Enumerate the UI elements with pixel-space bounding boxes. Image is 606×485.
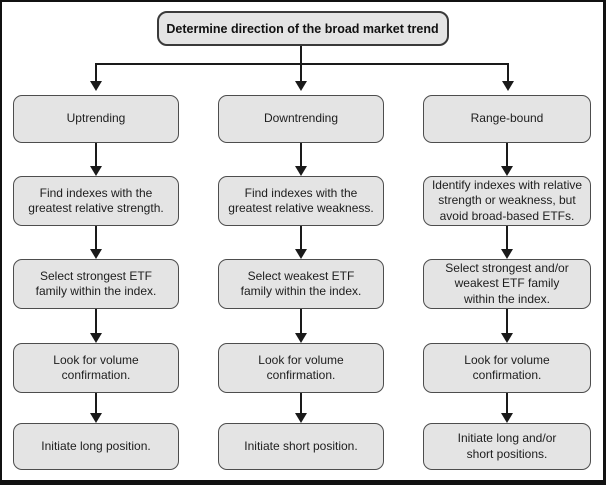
connector-drop-middle <box>300 65 302 81</box>
column-range-bound: Range-bound Identify indexes with relati… <box>423 95 591 470</box>
flow-box-volume-confirmation: Look for volume confirmation. <box>13 343 179 393</box>
arrow-head-right-icon <box>502 81 514 91</box>
flow-box-find-strength: Find indexes with the greatest relative … <box>13 176 179 226</box>
arrow-down-icon <box>500 143 514 176</box>
column-downtrending: Downtrending Find indexes with the great… <box>218 95 384 470</box>
flow-box-initiate-long: Initiate long position. <box>13 423 179 470</box>
arrow-down-icon <box>500 309 514 343</box>
flow-box-select-strongest-weakest: Select strongest and/or weakest ETF fami… <box>423 259 591 309</box>
arrow-down-icon <box>294 393 308 423</box>
flow-box-identify-indexes: Identify indexes with relative strength … <box>423 176 591 226</box>
flow-box-select-weakest: Select weakest ETF family within the ind… <box>218 259 384 309</box>
flow-box-range-bound: Range-bound <box>423 95 591 143</box>
arrow-down-icon <box>294 226 308 259</box>
arrow-head-middle-icon <box>295 81 307 91</box>
flow-box-volume-confirmation: Look for volume confirmation. <box>218 343 384 393</box>
column-uptrending: Uptrending Find indexes with the greates… <box>13 95 179 470</box>
flow-box-find-weakness: Find indexes with the greatest relative … <box>218 176 384 226</box>
flow-title-box: Determine direction of the broad market … <box>156 11 449 46</box>
arrow-down-icon <box>89 226 103 259</box>
flow-box-downtrending: Downtrending <box>218 95 384 143</box>
flow-box-select-strongest: Select strongest ETF family within the i… <box>13 259 179 309</box>
connector-horizontal-line <box>95 63 509 65</box>
arrow-head-left-icon <box>90 81 102 91</box>
connector-stub-line <box>300 46 302 65</box>
arrow-down-icon <box>500 393 514 423</box>
connector-drop-right <box>507 65 509 81</box>
arrow-down-icon <box>89 393 103 423</box>
arrow-down-icon <box>89 143 103 176</box>
flow-box-volume-confirmation: Look for volume confirmation. <box>423 343 591 393</box>
arrow-down-icon <box>294 309 308 343</box>
connector-drop-left <box>95 65 97 81</box>
flow-box-initiate-long-short: Initiate long and/or short positions. <box>423 423 591 470</box>
flow-box-initiate-short: Initiate short position. <box>218 423 384 470</box>
arrow-down-icon <box>294 143 308 176</box>
arrow-down-icon <box>500 226 514 259</box>
flow-box-uptrending: Uptrending <box>13 95 179 143</box>
arrow-down-icon <box>89 309 103 343</box>
